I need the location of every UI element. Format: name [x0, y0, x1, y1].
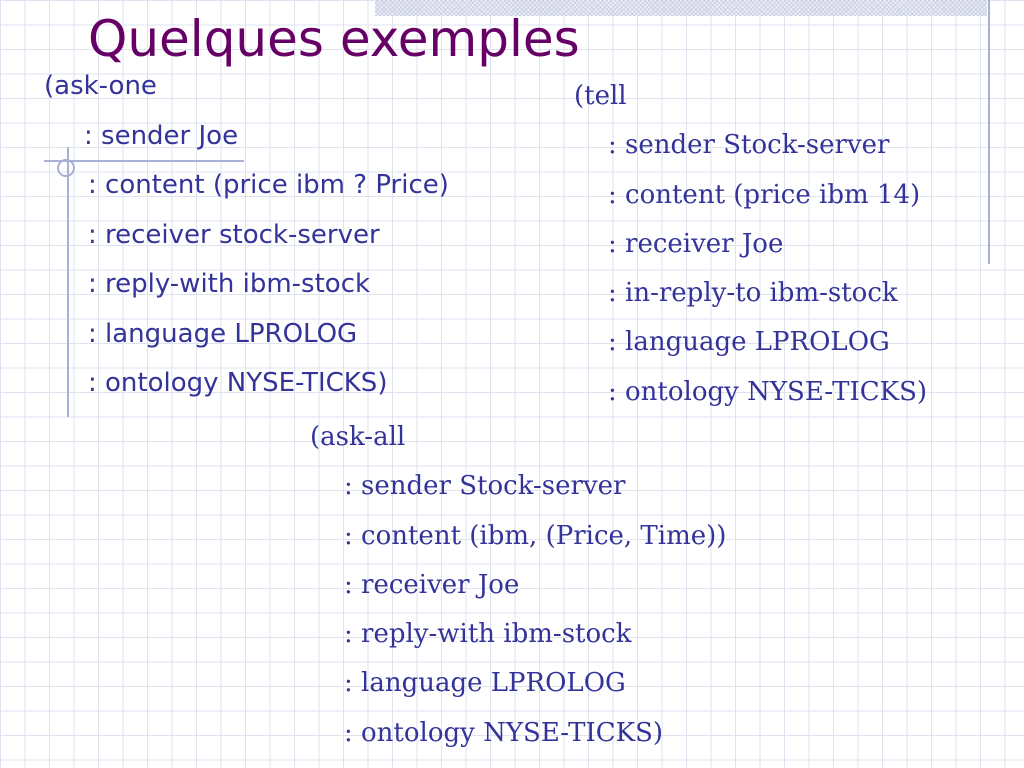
tell-line: : sender Stock-server	[608, 130, 890, 161]
horizontal-rule	[44, 160, 244, 162]
slide-title: Quelques exemples	[88, 10, 580, 68]
right-vertical-rule	[988, 0, 990, 264]
ask-all-line: : sender Stock-server	[344, 471, 626, 502]
ask-all-line: : receiver Joe	[344, 569, 520, 600]
ask-one-line: : content (price ibm ? Price)	[88, 170, 449, 200]
tell-line: : in-reply-to ibm-stock	[608, 278, 898, 309]
ask-one-line: : ontology NYSE-TICKS)	[88, 368, 388, 398]
ask-all-line: : language LPROLOG	[344, 668, 626, 699]
ask-one-message: (ask-one : sender Joe : content (price i…	[44, 62, 449, 409]
ask-all-message: (ask-all : sender Stock-server : content…	[310, 413, 726, 758]
ask-all-line: : reply-with ibm-stock	[344, 619, 632, 650]
tell-line: : receiver Joe	[608, 228, 784, 259]
ask-all-line: : ontology NYSE-TICKS)	[344, 717, 664, 748]
tell-line: : content (price ibm 14)	[608, 179, 921, 210]
tell-line: : language LPROLOG	[608, 327, 890, 358]
tell-message: (tell : sender Stock-server : content (p…	[574, 72, 927, 417]
ask-one-line: : reply-with ibm-stock	[88, 269, 371, 299]
ask-one-line: : sender Joe	[84, 120, 239, 151]
tell-line: : ontology NYSE-TICKS)	[608, 376, 928, 407]
ask-all-line: : content (ibm, (Price, Time))	[344, 520, 727, 551]
ask-one-line: : receiver stock-server	[88, 219, 380, 250]
crosshair-circle-icon	[57, 159, 75, 177]
tell-header: (tell	[574, 81, 627, 111]
ask-one-line: : language LPROLOG	[88, 318, 358, 349]
ask-all-header: (ask-all	[310, 422, 406, 452]
hatched-header-band	[375, 0, 987, 16]
ask-one-header: (ask-one	[44, 71, 157, 101]
left-vertical-rule	[67, 147, 69, 417]
